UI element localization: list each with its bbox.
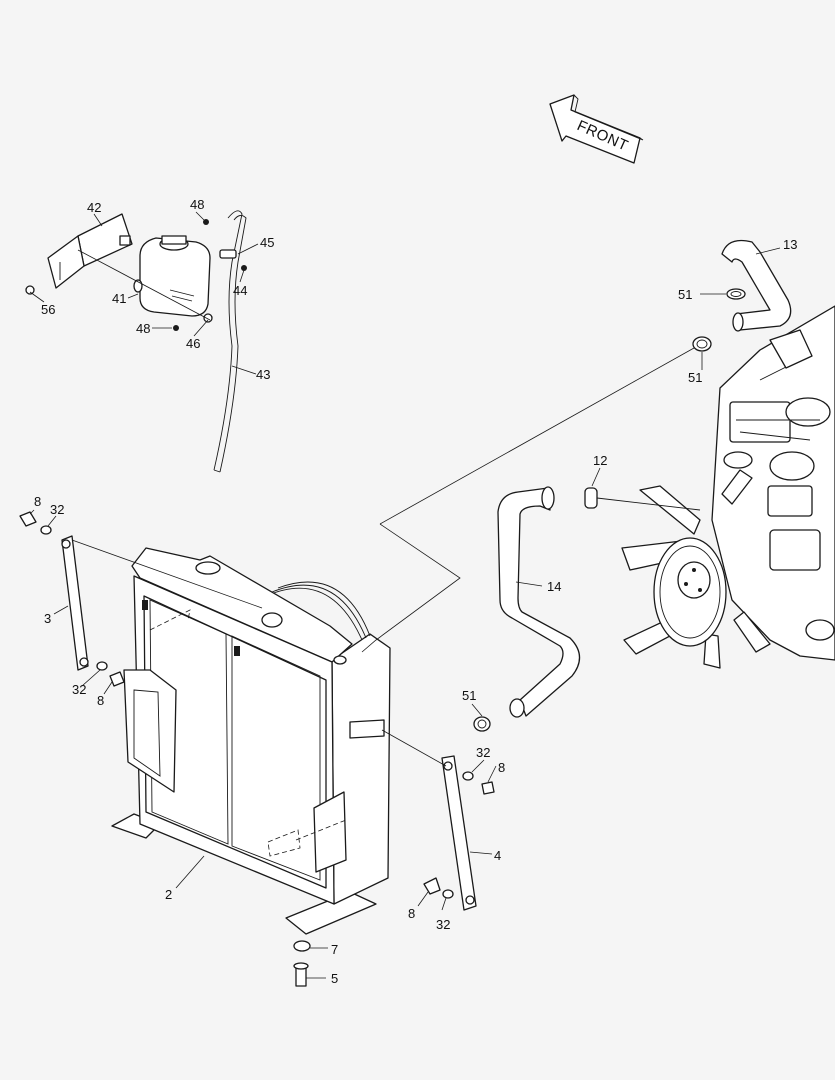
callout-labels: 42 48 45 44 41 56 48 46 43 13 51 51 12 1… [34,197,797,986]
callout-5: 5 [331,971,338,986]
engine [711,305,835,661]
callout-7: 7 [331,942,338,957]
callout-4: 4 [494,848,501,863]
leader-lines [29,211,781,979]
callout-8: 8 [97,693,104,708]
callout-14: 14 [547,579,561,594]
callout-56: 56 [41,302,55,317]
callout-13: 13 [783,237,797,252]
front-direction-arrow: FRONT [549,94,644,164]
cooling-fan [621,469,771,669]
callout-41: 41 [112,291,126,306]
callout-32: 32 [72,682,86,697]
hose-clamp-small [219,249,237,259]
callout-32: 32 [476,745,490,760]
callout-51: 51 [688,370,702,385]
callout-32: 32 [436,917,450,932]
radiator [111,547,391,935]
callout-8: 8 [408,906,415,921]
reservoir-bracket [47,213,133,289]
upper-radiator-hose [721,239,792,332]
bolts-and-washers [19,511,495,987]
lower-radiator-hose [497,486,581,718]
callout-48: 48 [190,197,204,212]
callout-51: 51 [462,688,476,703]
dashed-guides [149,609,347,857]
callout-32: 32 [50,502,64,517]
callout-42: 42 [87,200,101,215]
callout-8: 8 [498,760,505,775]
callout-45: 45 [260,235,274,250]
coolant-reservoir [133,235,211,317]
callout-44: 44 [233,283,247,298]
callout-43: 43 [256,367,270,382]
callout-8: 8 [34,494,41,509]
callout-12: 12 [593,453,607,468]
stay-rod-right [441,755,477,911]
hose-clamps [473,288,746,732]
callout-51: 51 [678,287,692,302]
stay-rod-left [61,535,89,671]
callout-46: 46 [186,336,200,351]
callout-2: 2 [165,887,172,902]
overflow-hose [213,210,247,473]
bypass-hose [584,487,701,511]
callout-3: 3 [44,611,51,626]
callout-48: 48 [136,321,150,336]
